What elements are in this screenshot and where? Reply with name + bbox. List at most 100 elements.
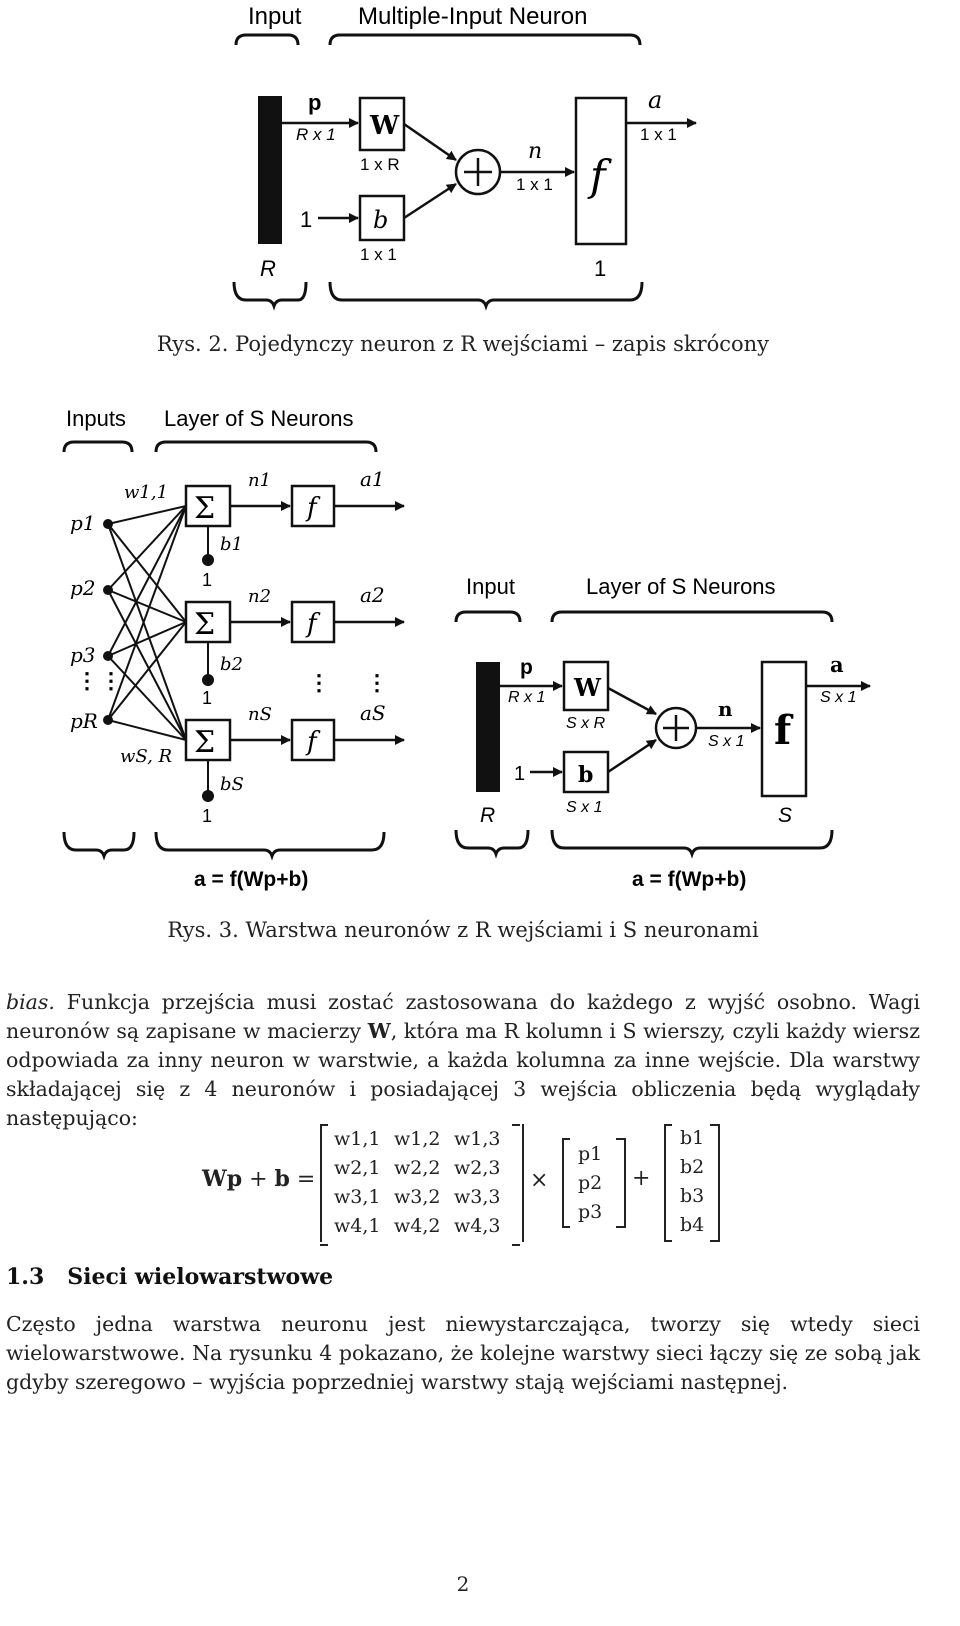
svg-text:⋮: ⋮ — [76, 668, 98, 694]
paragraph-1: bias. Funkcja przejścia musi zostać zast… — [6, 990, 920, 1130]
sigma-1: Σ — [194, 491, 215, 526]
right-equation: a = f(Wp+b) — [632, 868, 746, 891]
b-1: b1 — [680, 1127, 705, 1149]
label-p3: p3 — [70, 643, 96, 667]
page-number: 2 — [456, 1572, 470, 1596]
w-4-3: w4,3 — [454, 1214, 501, 1237]
w-1-3: w1,3 — [454, 1127, 501, 1150]
svg-text:f: f — [305, 493, 321, 523]
w-1-2: w1,2 — [394, 1127, 441, 1150]
right-header-input: Input — [466, 574, 515, 599]
figure-3-layer: Inputs Layer of S Neurons p1 p2 p3 pR ⋮ … — [62, 406, 871, 891]
sigma-2: Σ — [194, 607, 215, 642]
label-aS: aS — [360, 701, 386, 725]
section-title: Sieci wielowarstwowe — [67, 1264, 334, 1290]
brace-input-bottom — [232, 281, 308, 311]
svg-text:⋮: ⋮ — [100, 668, 122, 694]
label-p2: p2 — [70, 576, 96, 600]
header-neuron: Multiple-Input Neuron — [358, 3, 587, 30]
svg-text:n: n — [718, 697, 733, 721]
label-wSR: wS, R — [120, 746, 172, 767]
label-nS: nS — [248, 704, 272, 725]
svg-text:1: 1 — [514, 763, 525, 785]
label-bS: bS — [220, 774, 244, 795]
svg-text:S x R: S x R — [566, 715, 606, 732]
label-w11: w1,1 — [124, 482, 168, 503]
svg-text:S x 1: S x 1 — [708, 733, 744, 750]
bias-word: bias. — [6, 990, 55, 1014]
left-header-layer: Layer of S Neurons — [164, 406, 354, 431]
label-n: n — [528, 139, 542, 164]
label-b1: b1 — [220, 534, 243, 555]
p-2: p2 — [578, 1172, 603, 1194]
svg-text:W: W — [573, 673, 602, 702]
w-4-1: w4,1 — [334, 1214, 381, 1237]
label-pR: pR — [70, 709, 98, 733]
label-p: p — [308, 90, 321, 115]
vector-b — [664, 1124, 720, 1242]
b-3: b3 — [680, 1185, 705, 1207]
svg-text:f: f — [774, 707, 794, 754]
label-p1: p1 — [70, 511, 96, 535]
svg-text:R: R — [480, 804, 495, 827]
label-p-dim: R x 1 — [296, 125, 336, 144]
box-f — [574, 96, 628, 246]
label-b-dim: 1 x 1 — [360, 245, 397, 264]
section-heading: 1.3 Sieci wielowarstwowe — [6, 1264, 333, 1290]
label-n2: n2 — [248, 586, 271, 607]
w-2-2: w2,2 — [394, 1156, 441, 1179]
w-1-1: w1,1 — [334, 1127, 381, 1150]
b-4: b4 — [680, 1214, 705, 1236]
label-R: R — [260, 256, 276, 281]
p-3: p3 — [578, 1201, 603, 1223]
svg-text:p: p — [520, 656, 533, 679]
w-3-2: w3,2 — [394, 1185, 441, 1208]
label-one: 1 — [300, 207, 312, 232]
svg-text:S x 1: S x 1 — [820, 689, 856, 706]
w-3-3: w3,3 — [454, 1185, 501, 1208]
w-2-1: w2,1 — [334, 1156, 381, 1179]
svg-text:R x 1: R x 1 — [508, 689, 545, 706]
svg-text:1: 1 — [202, 688, 212, 708]
arrow-w-to-sum — [403, 122, 457, 162]
right-header-layer: Layer of S Neurons — [586, 574, 776, 599]
paragraph-2: Często jedna warstwa neuronu jest niewys… — [6, 1312, 920, 1394]
svg-text:f: f — [305, 609, 321, 639]
label-b: b — [373, 206, 388, 234]
left-header-inputs: Inputs — [66, 406, 126, 431]
brace-input-top — [234, 33, 300, 46]
label-a: a — [648, 86, 662, 114]
b-2: b2 — [680, 1156, 705, 1178]
figure-2-single-neuron: Input Multiple-Input Neuron p R x 1 W 1 … — [232, 3, 697, 311]
svg-text:f: f — [305, 727, 321, 757]
label-one-bottom: 1 — [594, 256, 606, 281]
svg-text:⋮: ⋮ — [308, 670, 330, 696]
svg-text:1: 1 — [202, 806, 212, 826]
figure-2-caption: Rys. 2. Pojedynczy neuron z R wejściami … — [156, 332, 770, 356]
svg-text:a: a — [830, 652, 844, 677]
w-2-3: w2,3 — [454, 1156, 501, 1179]
label-f: f — [587, 151, 612, 200]
label-a1: a1 — [360, 467, 385, 491]
label-n1: n1 — [248, 470, 271, 491]
brace-neuron-top — [328, 33, 642, 46]
header-input: Input — [248, 3, 302, 30]
w-4-2: w4,2 — [394, 1214, 441, 1237]
plus-sign: + — [632, 1166, 651, 1191]
input-bar — [258, 96, 282, 244]
label-n-dim: 1 x 1 — [516, 175, 553, 194]
sigma-S: Σ — [194, 725, 215, 760]
label-w-dim: 1 x R — [360, 155, 400, 174]
svg-text:S: S — [778, 804, 792, 827]
svg-text:⋮: ⋮ — [366, 670, 388, 696]
figure-3-caption: Rys. 3. Warstwa neuronów z R wejściami i… — [167, 918, 759, 942]
vector-p — [562, 1138, 626, 1228]
label-w: W — [369, 111, 400, 141]
svg-text:b: b — [578, 762, 593, 788]
times-sign: × — [530, 1168, 549, 1193]
figure-3-left-diagram: Inputs Layer of S Neurons p1 p2 p3 pR ⋮ … — [62, 406, 405, 891]
left-equation: a = f(Wp+b) — [194, 868, 308, 891]
svg-text:1: 1 — [202, 570, 212, 590]
section-number: 1.3 — [6, 1264, 45, 1290]
